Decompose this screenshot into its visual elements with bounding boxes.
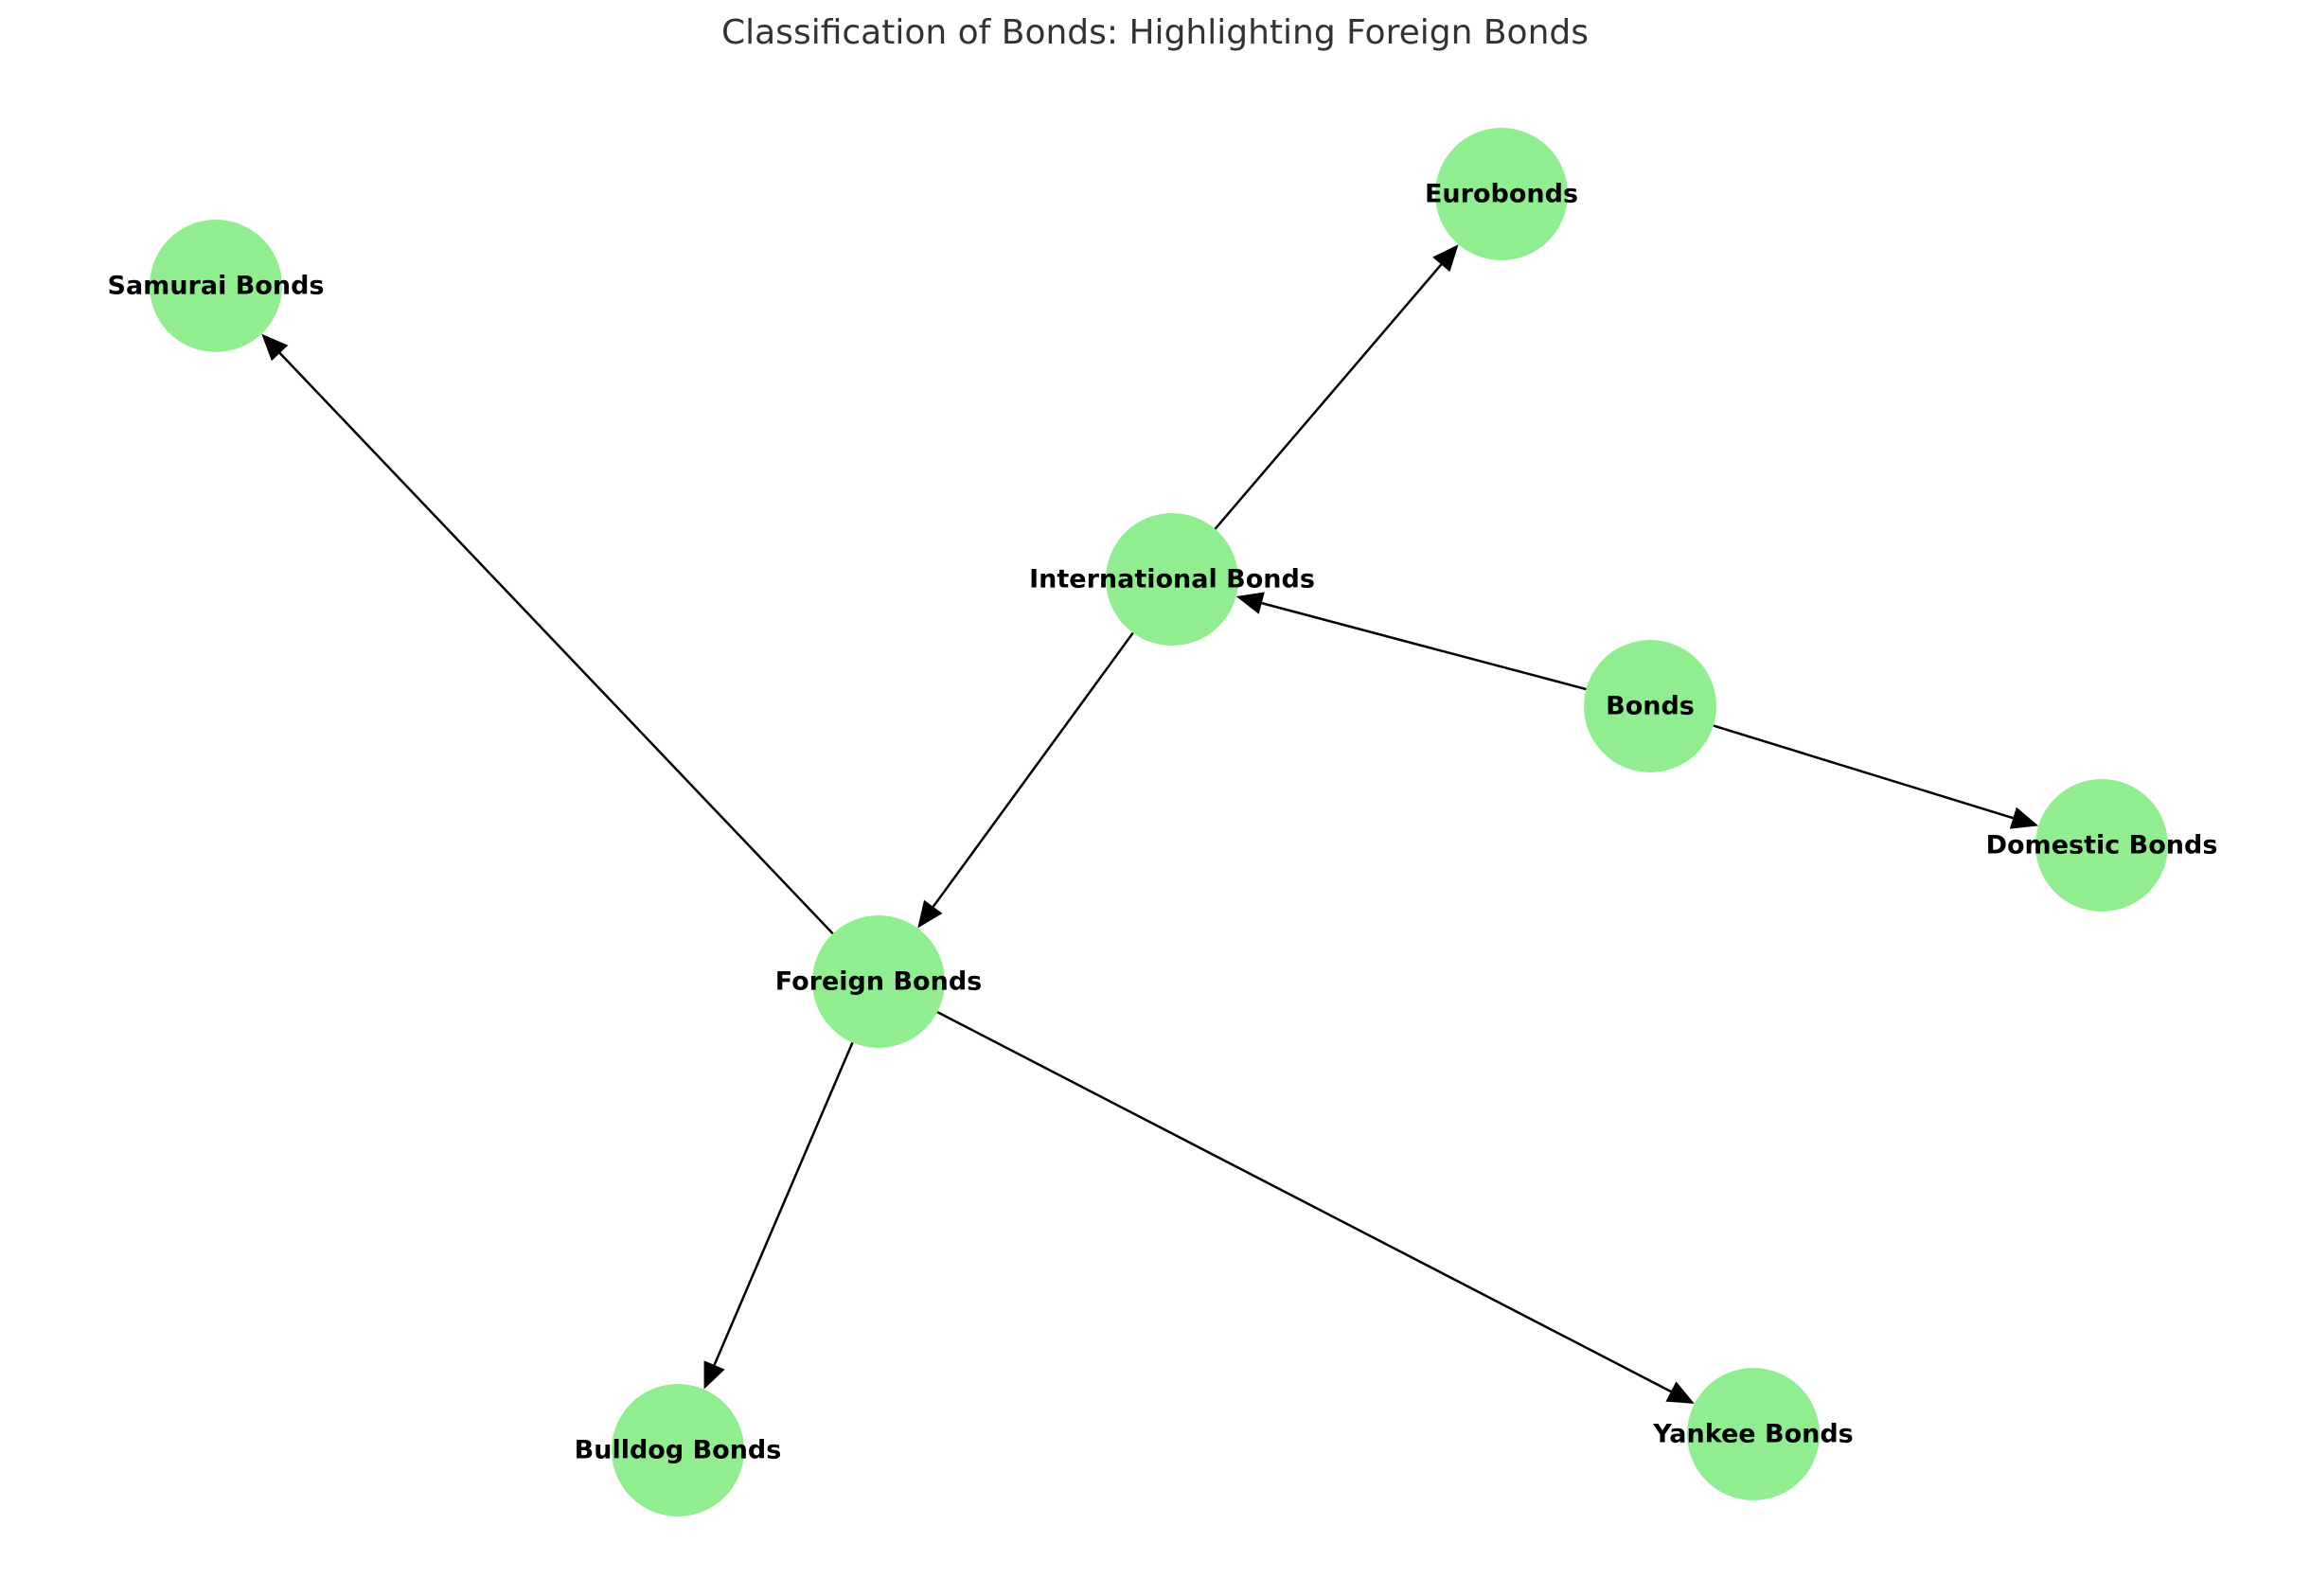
node-international: International Bonds [1029, 513, 1315, 646]
node-circle [1435, 128, 1568, 260]
edge-line [713, 1041, 854, 1366]
node-yankee: Yankee Bonds [1652, 1368, 1854, 1500]
node-circle [1687, 1368, 1820, 1500]
node-label: Domestic Bonds [1986, 831, 2218, 860]
edge-bonds-to-international [1235, 592, 1587, 691]
node-domestic: Domestic Bonds [1986, 779, 2218, 912]
node-circle [2035, 779, 2168, 912]
edge-line [1214, 263, 1443, 530]
node-label: Eurobonds [1425, 180, 1578, 209]
arrowhead-icon [703, 1360, 725, 1390]
edge-foreign-to-yankee [936, 1011, 1695, 1404]
node-eurobonds: Eurobonds [1425, 128, 1578, 260]
node-label: Foreign Bonds [775, 967, 982, 997]
edge-international-to-foreign [917, 631, 1134, 929]
node-label: Bulldog Bonds [575, 1436, 782, 1465]
node-circle [150, 220, 282, 352]
node-circle [812, 915, 945, 1048]
node-foreign: Foreign Bonds [775, 915, 982, 1048]
node-label: International Bonds [1029, 565, 1315, 594]
node-bonds: Bonds [1584, 640, 1716, 772]
arrowhead-icon [917, 899, 943, 929]
arrowhead-icon [1235, 592, 1265, 614]
edge-foreign-to-samurai [261, 333, 834, 935]
edge-line [932, 631, 1134, 908]
diagram-title: Classification of Bonds: Highlighting Fo… [720, 13, 1589, 52]
edge-line [1261, 601, 1587, 691]
arrowhead-icon [1432, 244, 1459, 273]
node-label: Samurai Bonds [108, 272, 325, 301]
edges-layer [261, 244, 2039, 1404]
edge-line [1713, 724, 2014, 820]
node-bulldog: Bulldog Bonds [575, 1384, 782, 1516]
arrowhead-icon [261, 333, 289, 362]
edge-foreign-to-bulldog [703, 1041, 854, 1390]
arrowhead-icon [2009, 807, 2039, 829]
node-samurai: Samurai Bonds [108, 220, 325, 352]
node-circle [1106, 513, 1238, 646]
node-label: Bonds [1606, 692, 1695, 721]
edge-line [278, 352, 834, 935]
node-circle [1584, 640, 1716, 772]
node-circle [612, 1384, 744, 1516]
edge-bonds-to-domestic [1713, 724, 2039, 829]
node-label: Yankee Bonds [1652, 1420, 1854, 1449]
edge-international-to-eurobonds [1214, 244, 1459, 530]
arrowhead-icon [1665, 1381, 1695, 1404]
edge-line [936, 1011, 1672, 1393]
